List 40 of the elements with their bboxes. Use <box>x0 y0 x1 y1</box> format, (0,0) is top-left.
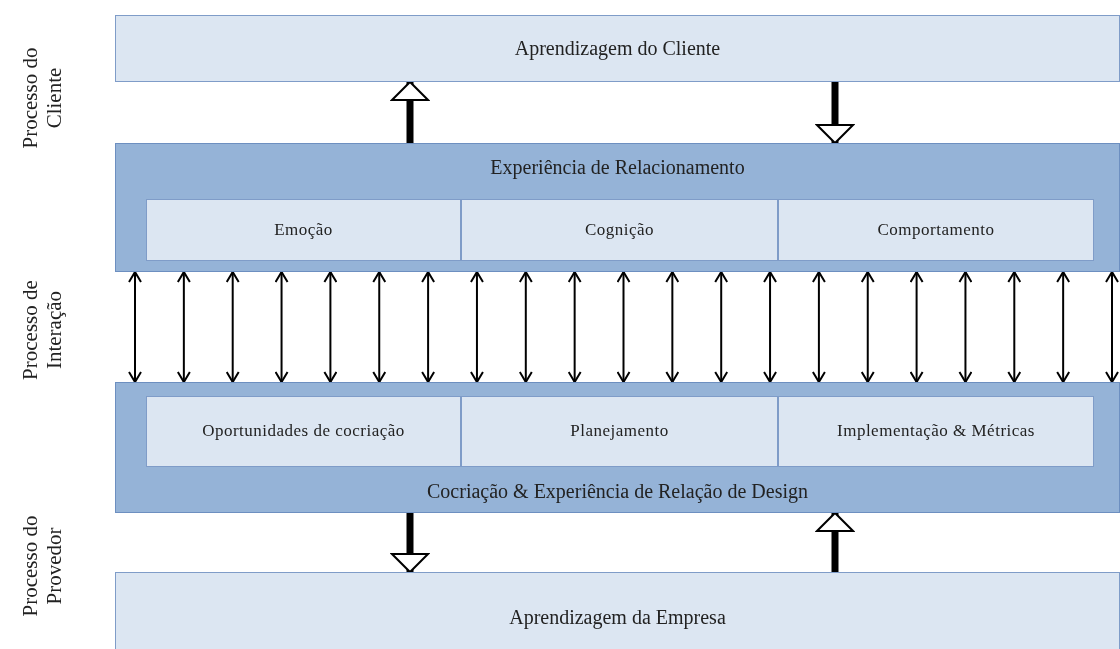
process-label: Processo de Interação <box>17 279 67 382</box>
arrow <box>763 271 778 383</box>
stage-box: Oportunidades de cocriação <box>146 396 461 467</box>
experience-band <box>115 143 1120 272</box>
arrow <box>421 271 436 383</box>
arrow <box>176 271 191 383</box>
arrow <box>909 271 924 383</box>
band-title: Experiência de Relacionamento <box>489 156 746 179</box>
block-arrow <box>391 513 429 573</box>
arrow <box>323 271 338 383</box>
arrow <box>372 271 387 383</box>
arrow <box>274 271 289 383</box>
arrow <box>811 271 826 383</box>
arrow <box>665 271 680 383</box>
arrow <box>518 271 533 383</box>
arrow <box>1007 271 1022 383</box>
arrow <box>616 271 631 383</box>
block-arrow <box>816 82 854 144</box>
arrow <box>860 271 875 383</box>
learning-band: Aprendizagem do Cliente <box>115 15 1120 82</box>
stage-box: Implementação & Métricas <box>778 396 1094 467</box>
process-label: Processo do Provedor <box>17 514 67 619</box>
arrow <box>469 271 484 383</box>
arrow <box>958 271 973 383</box>
arrow <box>1105 271 1119 383</box>
arrow <box>1056 271 1071 383</box>
learning-band: Aprendizagem da Empresa <box>115 572 1120 649</box>
arrow <box>714 271 729 383</box>
arrow <box>128 271 142 383</box>
experience-band <box>115 382 1120 513</box>
stage-box: Planejamento <box>461 396 778 467</box>
stage-box: Cognição <box>461 199 778 261</box>
band-title: Cocriação & Experiência de Relação de Design <box>426 480 809 503</box>
block-arrow <box>391 81 429 143</box>
arrow <box>567 271 582 383</box>
block-arrow <box>816 512 854 572</box>
stage-box: Comportamento <box>778 199 1094 261</box>
process-label: Processo do Cliente <box>17 46 67 151</box>
arrow <box>225 271 240 383</box>
stage-box: Emoção <box>146 199 461 261</box>
